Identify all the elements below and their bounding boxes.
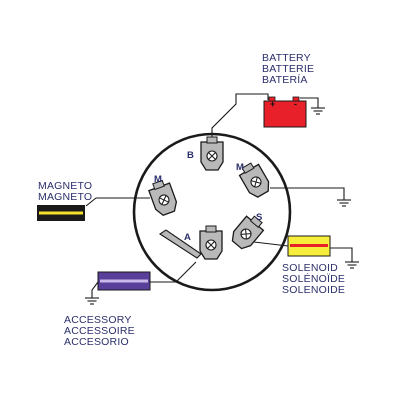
solenoid-ground-wire <box>330 247 353 262</box>
solenoid-ground-icon <box>345 261 359 269</box>
terminal-s-label: S <box>256 212 262 223</box>
magneto-wire <box>85 197 150 207</box>
magneto-label-line1: MAGNETO <box>38 180 92 192</box>
accessory-ground-icon <box>85 297 99 305</box>
solenoid-label-es: SOLENOIDE <box>282 284 345 296</box>
battery-label-en: BATTERY <box>262 52 311 64</box>
battery-positive-sign: + <box>270 99 275 109</box>
battery-label-fr: BATTERIE <box>262 63 314 75</box>
magneto-connector <box>37 205 85 221</box>
accessory-label-en: ACCESSORY <box>64 314 132 326</box>
solenoid-wire <box>253 241 289 247</box>
terminal-m-right-label: M <box>236 162 244 173</box>
terminal-m-left <box>148 179 178 216</box>
solenoid-connector <box>287 235 331 257</box>
terminal-a-label: A <box>184 232 191 243</box>
solenoid-label-en: SOLENOID <box>282 262 338 274</box>
battery-wire <box>211 93 269 140</box>
accessory-wire <box>150 261 197 283</box>
battery-label-es: BATERÍA <box>262 73 308 86</box>
motor-ground-wire <box>270 187 345 200</box>
motor-ground-icon <box>337 199 351 207</box>
accessory-label-es: ACCESORIO <box>64 336 129 348</box>
solenoid-label-fr: SOLÉNOÏDE <box>282 272 345 285</box>
accessory-ground-wire <box>91 281 99 298</box>
battery-ground-icon <box>311 107 325 115</box>
terminal-s <box>231 215 265 250</box>
terminal-m-right <box>238 162 270 198</box>
terminal-a <box>158 225 223 260</box>
accessory-label-fr: ACCESSOIRE <box>64 325 135 337</box>
battery-ground-wire <box>300 97 319 108</box>
battery-icon: + - <box>263 96 307 128</box>
accessory-connector <box>97 271 151 291</box>
terminal-m-left-label: M <box>154 174 162 185</box>
terminal-b-label: B <box>187 150 194 161</box>
magneto-label-line2: MAGNETO <box>38 191 92 203</box>
terminal-b <box>200 136 224 171</box>
battery-negative-sign: - <box>294 99 297 109</box>
